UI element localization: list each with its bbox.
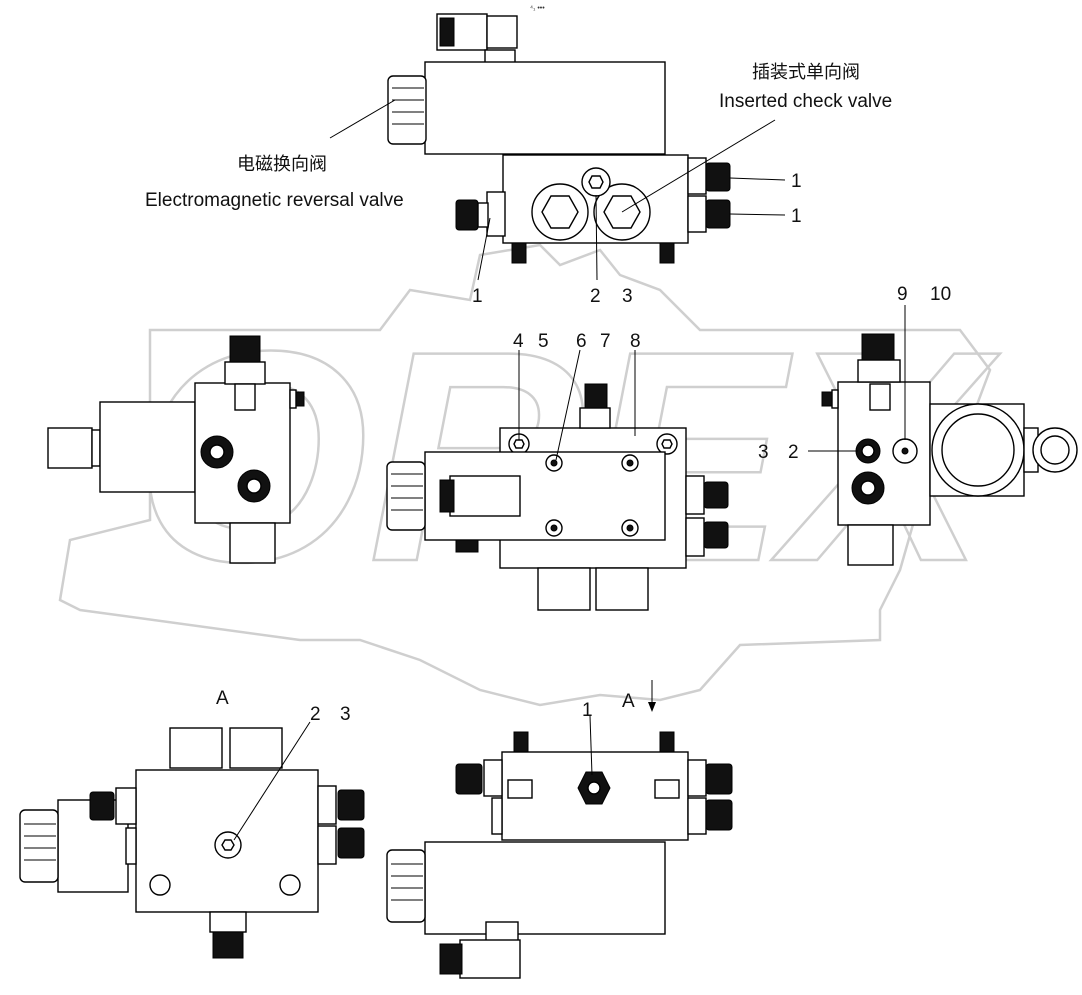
view-a-arrow-label: A [622,691,635,712]
callout-6: 6 [576,331,587,352]
callout-3-top: 3 [622,286,633,307]
callout-1-lower: 1 [791,206,802,227]
corner-mark: ⁴₁ ••• [530,5,545,12]
callout-8: 8 [630,331,641,352]
callout-3-right: 3 [758,442,769,463]
top-view [387,13,731,264]
reversal-valve-label-en: Electromagnetic reversal valve [145,190,404,211]
center-front-view [386,383,729,611]
bottom-left-view-a [19,721,365,959]
view-a-label: A [216,688,229,709]
callout-3-bottom: 3 [340,704,351,725]
callout-7: 7 [600,331,611,352]
callout-4: 4 [513,331,524,352]
callout-1-left: 1 [472,286,483,307]
callout-5: 5 [538,331,549,352]
callout-1-upper: 1 [791,171,802,192]
check-valve-label-cn: 插装式单向阀 [752,62,860,83]
reversal-valve-label-cn: 电磁换向阀 [237,154,327,175]
callout-1-bottom: 1 [582,700,593,721]
callout-10: 10 [930,284,951,305]
callout-9: 9 [897,284,908,305]
top-view-leaders [329,99,786,281]
check-valve-label-en: Inserted check valve [719,91,892,112]
view-a-arrow [648,680,656,712]
left-side-view [47,335,305,564]
callout-2-right: 2 [788,442,799,463]
bottom-center-view [386,715,733,979]
center-view-leaders [518,349,636,461]
callout-2-top: 2 [590,286,601,307]
callout-2-bottom: 2 [310,704,321,725]
right-side-view [808,305,1078,566]
